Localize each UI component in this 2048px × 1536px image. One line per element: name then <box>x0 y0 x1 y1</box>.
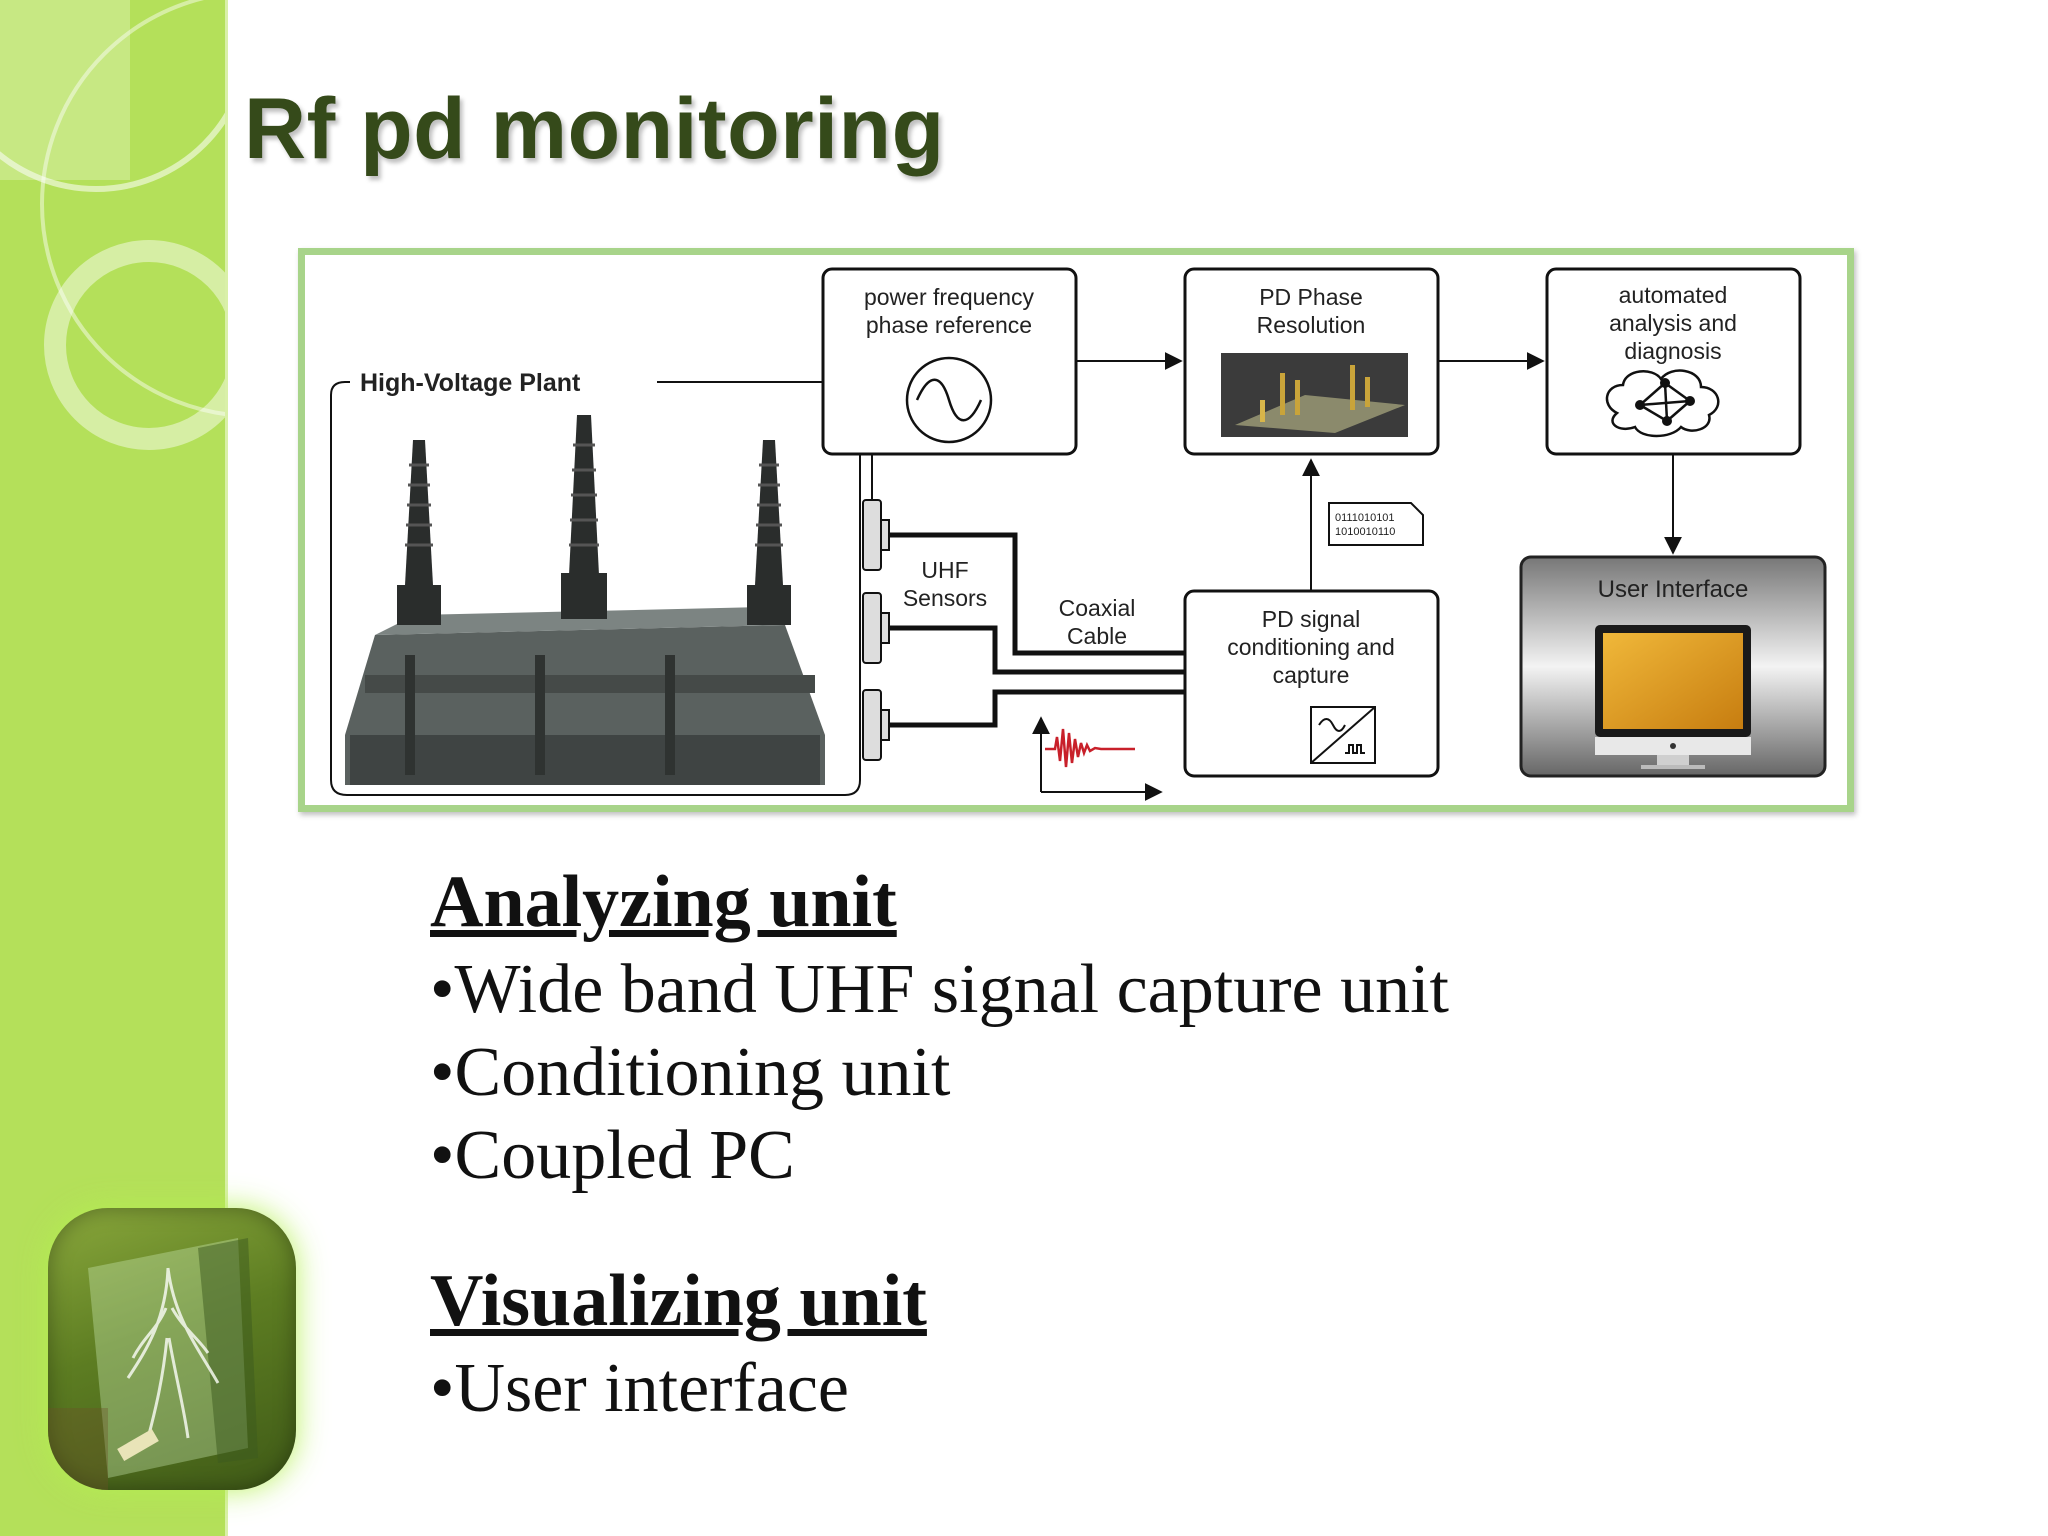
automated-analysis-block: automated analysis and diagnosis <box>1545 267 1802 456</box>
auto-line3: diagnosis <box>1624 338 1721 364</box>
coaxial-cables <box>889 532 1185 728</box>
binary-data-icon: 0111010101 1010010110 <box>1328 502 1424 546</box>
coax-label-line2: Cable <box>1067 623 1127 649</box>
power-ref-line2: phase reference <box>866 312 1032 338</box>
monitor-icon <box>1595 625 1751 769</box>
decorative-panel <box>0 0 130 180</box>
pd-phase-line1: PD Phase <box>1259 284 1363 310</box>
network-cloud-icon <box>1605 369 1720 438</box>
coax-label-line1: Coaxial <box>1059 595 1136 621</box>
user-interface-block: User Interface <box>1519 555 1827 778</box>
adc-converter-icon <box>1310 706 1376 764</box>
power-ref-line1: power frequency <box>864 284 1035 310</box>
rf-pd-diagram: High-Voltage Plant <box>298 248 1854 812</box>
uhf-label-line2: Sensors <box>903 585 987 611</box>
analyzing-item-1: •Wide band UHF signal capture unit <box>430 951 1449 1028</box>
uhf-label-line1: UHF <box>921 557 968 583</box>
visualizing-unit-heading: Visualizing unit <box>430 1260 927 1342</box>
plant-label: High-Voltage Plant <box>360 369 581 397</box>
plant-outline <box>330 395 861 796</box>
pd-phase-resolution-block: PD Phase Resolution <box>1183 267 1440 456</box>
pd-signal-conditioning-block: PD signal conditioning and capture <box>1183 589 1440 778</box>
pd-waveform-plot <box>1032 716 1163 801</box>
visualizing-item-1: •User interface <box>430 1350 849 1427</box>
plant-outline-top <box>330 381 845 396</box>
power-reference-block: power frequency phase reference <box>821 267 1078 456</box>
sine-icon <box>905 356 993 444</box>
binary-line2: 1010010110 <box>1335 526 1395 538</box>
pd-signal-line1: PD signal <box>1262 606 1360 632</box>
logo-image <box>48 1208 296 1490</box>
transformer-image <box>345 415 825 785</box>
analyzing-item-2: •Conditioning unit <box>430 1034 951 1111</box>
uhf-sensors <box>862 499 890 761</box>
analyzing-item-3: •Coupled PC <box>430 1117 795 1194</box>
binary-line1: 0111010101 <box>1335 512 1395 524</box>
slide-title: Rf pd monitoring <box>244 81 945 177</box>
section-spacer <box>430 1197 1830 1255</box>
analyzing-unit-heading: Analyzing unit <box>430 861 897 943</box>
user-interface-label: User Interface <box>1598 576 1749 603</box>
auto-line2: analysis and <box>1609 310 1737 336</box>
slide-content: Analyzing unit •Wide band UHF signal cap… <box>430 856 1830 1430</box>
pd-phase-line2: Resolution <box>1257 312 1366 338</box>
pd-signal-line3: capture <box>1273 662 1350 688</box>
pd-signal-line2: conditioning and <box>1227 634 1395 660</box>
logo-graphic <box>48 1238 258 1490</box>
phase-resolution-plot-icon <box>1221 353 1408 437</box>
auto-line1: automated <box>1619 282 1728 308</box>
diagram-svg: High-Voltage Plant <box>330 267 1827 801</box>
